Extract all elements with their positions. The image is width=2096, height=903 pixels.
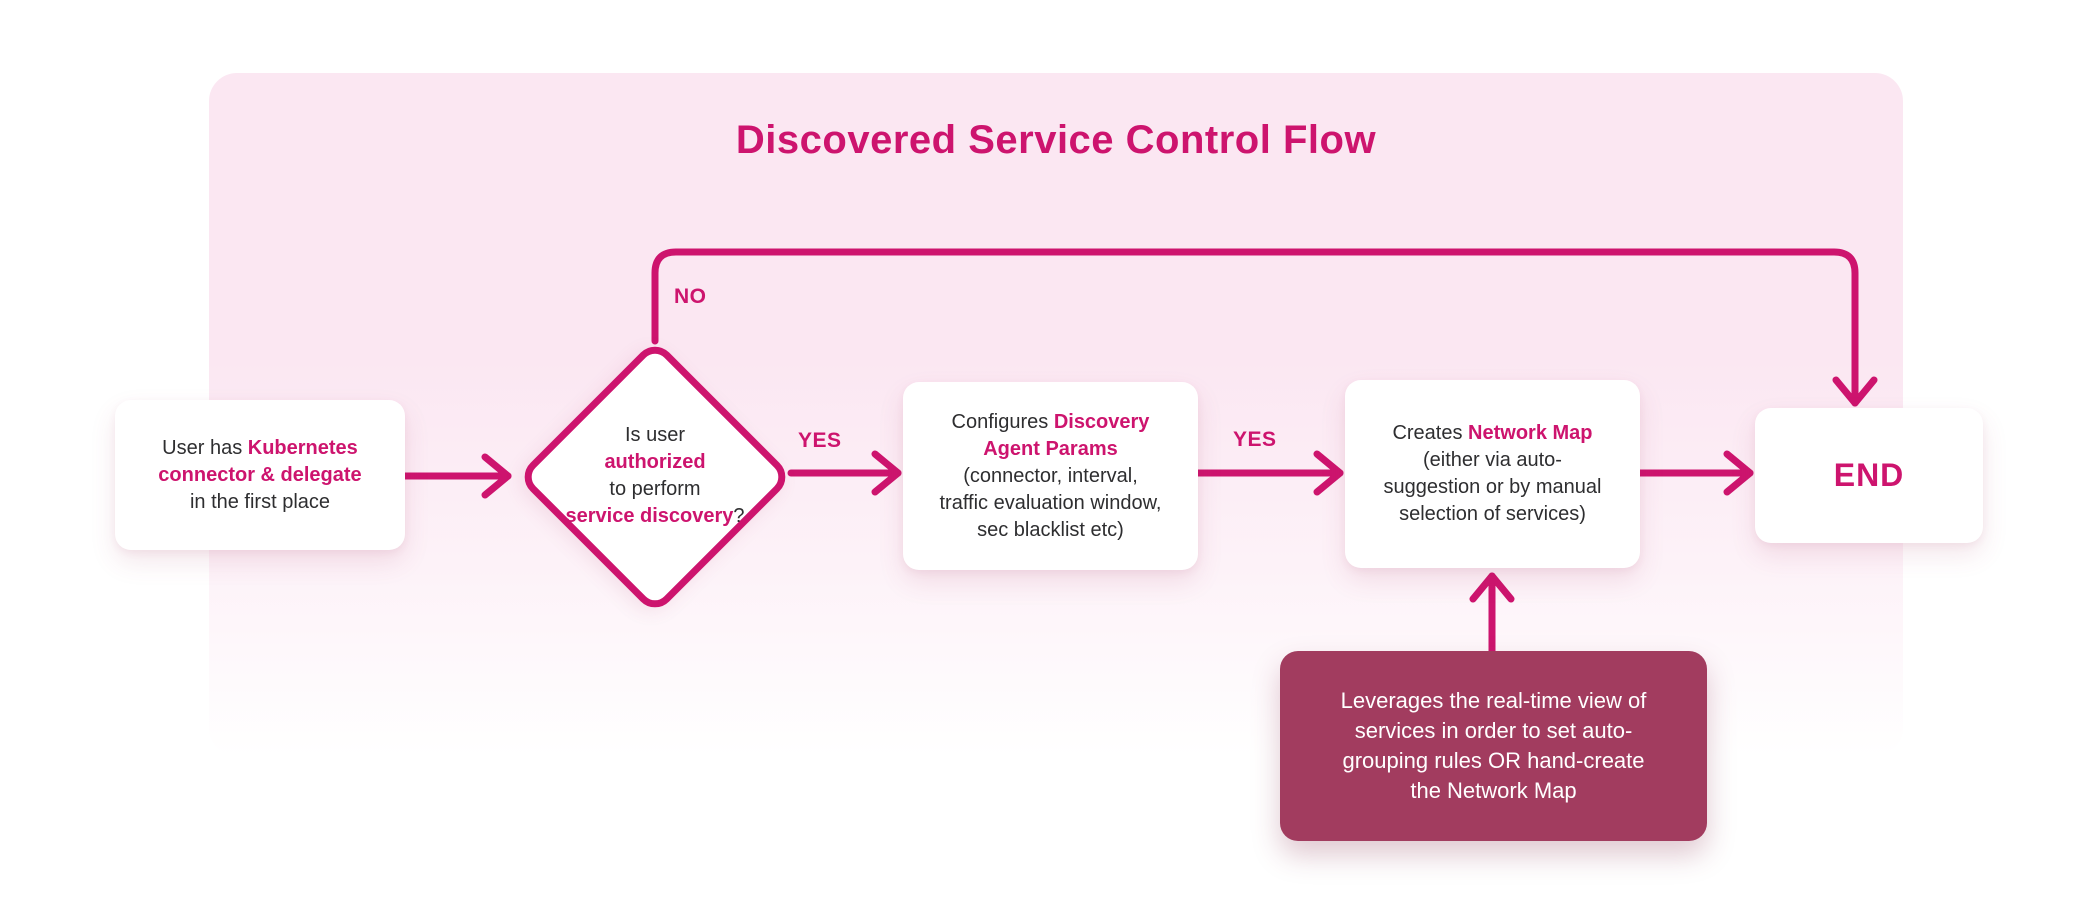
edge-label-yes-2: YES (1233, 428, 1277, 451)
diagram-title: Discovered Service Control Flow (735, 118, 1377, 162)
edge-label-no: NO (674, 285, 707, 308)
node-end: END (1755, 408, 1983, 543)
node-create-map-text: Creates Network Map(either via auto-sugg… (1383, 422, 1602, 525)
node-end-label: END (1833, 457, 1905, 493)
node-create-map: Creates Network Map(either via auto-sugg… (1345, 380, 1640, 568)
edge-decision-to-end-no (651, 248, 1878, 407)
edge-label-yes-1: YES (798, 429, 842, 452)
